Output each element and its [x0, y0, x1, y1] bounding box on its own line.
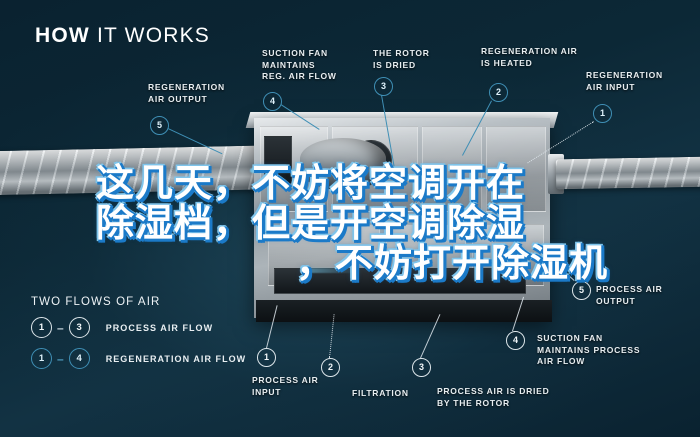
callout-marker-process-air-output[interactable]: 5 [572, 281, 591, 300]
callout-marker-rotor-dried[interactable]: 3 [374, 77, 393, 96]
callout-label: FILTRATION [352, 388, 409, 398]
cabinet-panel-4 [486, 126, 546, 212]
legend-number-to: 3 [68, 317, 90, 338]
callout-number: 3 [412, 358, 431, 377]
callout-marker-suction-fan-reg[interactable]: 4 [263, 92, 282, 111]
callout-suction-fan-reg: SUCTION FAN MAINTAINS REG. AIR FLOW [262, 48, 337, 83]
callout-filtration: FILTRATION [352, 388, 409, 400]
callout-number: 1 [257, 348, 276, 367]
legend-number-from: 1 [31, 317, 52, 338]
callout-number: 4 [506, 331, 525, 350]
page-title: HOW IT WORKS [35, 24, 210, 48]
callout-label: SUCTION FAN MAINTAINS PROCESS AIR FLOW [537, 333, 641, 366]
callout-process-air-output: PROCESS AIR OUTPUT [596, 284, 663, 307]
callout-regeneration-air-input: REGENERATION AIR INPUT [586, 70, 663, 93]
legend-row-regeneration-air-flow: 1 – 4 REGENERATION AIR FLOW [31, 348, 246, 369]
cabinet-base [256, 300, 552, 322]
callout-marker-process-air-input[interactable]: 1 [257, 348, 276, 367]
airflow-arrow-left [250, 168, 320, 173]
callout-regeneration-air-output: REGENERATION AIR OUTPUT [148, 82, 225, 105]
callout-marker-regeneration-air-input[interactable]: 1 [593, 104, 612, 123]
callout-marker-filtration[interactable]: 2 [321, 358, 340, 377]
callout-label: PROCESS AIR IS DRIED BY THE ROTOR [437, 386, 550, 408]
callout-number: 2 [321, 358, 340, 377]
callout-regeneration-air-heated: REGENERATION AIR IS HEATED [481, 46, 578, 69]
callout-marker-regeneration-air-output[interactable]: 5 [150, 116, 169, 135]
legend-dash: – [57, 351, 64, 366]
callout-label: REGENERATION AIR INPUT [586, 70, 663, 92]
legend-label: REGENERATION AIR FLOW [105, 353, 247, 364]
callout-label: SUCTION FAN MAINTAINS REG. AIR FLOW [262, 48, 337, 81]
callout-number: 2 [489, 83, 508, 102]
cabinet-panel-3 [422, 126, 482, 212]
callout-label: REGENERATION AIR OUTPUT [148, 82, 225, 104]
legend: TWO FLOWS OF AIR 1 – 3 PROCESS AIR FLOW … [31, 296, 246, 379]
callout-label: REGENERATION AIR IS HEATED [481, 46, 578, 68]
rotor-icon [300, 138, 386, 190]
overlay-line-2: 除湿档，但是开空调除湿 [96, 201, 526, 245]
legend-title: TWO FLOWS OF AIR [31, 296, 161, 308]
legend-label: PROCESS AIR FLOW [105, 322, 214, 333]
callout-rotor-dried: THE ROTOR IS DRIED [373, 48, 430, 71]
callout-marker-suction-fan-process[interactable]: 4 [506, 331, 525, 350]
chinese-overlay-text: 这几天，不妨将空调开在 除湿档，但是开空调除湿 ，不妨打开除湿机 [96, 163, 608, 283]
callout-label: THE ROTOR IS DRIED [373, 48, 430, 70]
airflow-arrow-bottom [300, 268, 360, 273]
callout-label: PROCESS AIR INPUT [252, 375, 319, 397]
legend-dash: – [57, 320, 64, 335]
callout-number: 4 [263, 92, 282, 111]
overlay-line-3: ，不妨打开除湿机 [295, 241, 608, 285]
callout-label: PROCESS AIR OUTPUT [596, 284, 663, 306]
callout-process-air-dried: PROCESS AIR IS DRIED BY THE ROTOR [437, 386, 549, 409]
callout-marker-process-air-dried[interactable]: 3 [412, 358, 431, 377]
callout-process-air-input: PROCESS AIR INPUT [252, 375, 319, 398]
callout-number: 1 [593, 104, 612, 123]
cabinet-vent-left [264, 136, 292, 184]
legend-number-from: 1 [31, 348, 52, 369]
overlay-line-1: 这几天，不妨将空调开在 [96, 161, 526, 205]
legend-number-to: 4 [68, 348, 90, 369]
callout-suction-fan-process: SUCTION FAN MAINTAINS PROCESS AIR FLOW [537, 333, 640, 368]
callout-number: 5 [572, 281, 591, 300]
title-bold: HOW [35, 24, 90, 47]
callout-number: 3 [374, 77, 393, 96]
legend-row-process-air-flow: 1 – 3 PROCESS AIR FLOW [31, 317, 246, 338]
callout-number: 5 [150, 116, 169, 135]
callout-marker-regeneration-air-heated[interactable]: 2 [489, 83, 508, 102]
title-light: IT WORKS [89, 24, 211, 47]
